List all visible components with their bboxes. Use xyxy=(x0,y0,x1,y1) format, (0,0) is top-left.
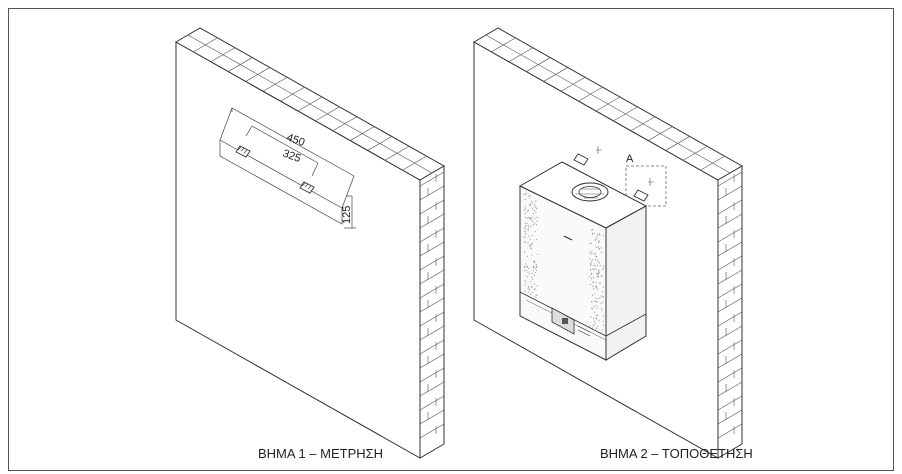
wall-boiler-icon xyxy=(518,153,649,361)
top-brick-pattern xyxy=(187,34,433,174)
diagram-frame xyxy=(8,8,894,471)
side-brick-pattern xyxy=(717,171,743,439)
top-brick-pattern xyxy=(485,34,731,174)
step2-caption: ΒΗΜΑ 2 – ΤΟΠΟΘΕΤΗΣΗ xyxy=(600,446,753,461)
dimension-125: 125 xyxy=(341,206,353,224)
wall-bracket-icon xyxy=(235,145,251,158)
dimension-325: 325 xyxy=(281,148,302,166)
detail-a-label: A xyxy=(626,153,634,165)
step1-wall: 450 325 125 xyxy=(174,27,446,459)
step1-caption: ΒΗΜΑ 1 – ΜΕΤΡΗΣΗ xyxy=(258,446,383,461)
wall-bracket-icon xyxy=(299,181,315,194)
dimension-450: 450 xyxy=(285,132,306,150)
measurement-template: 450 325 125 xyxy=(219,107,356,229)
side-brick-pattern xyxy=(419,171,445,439)
step2-wall: A xyxy=(472,27,744,459)
boiler-texture xyxy=(523,192,605,334)
